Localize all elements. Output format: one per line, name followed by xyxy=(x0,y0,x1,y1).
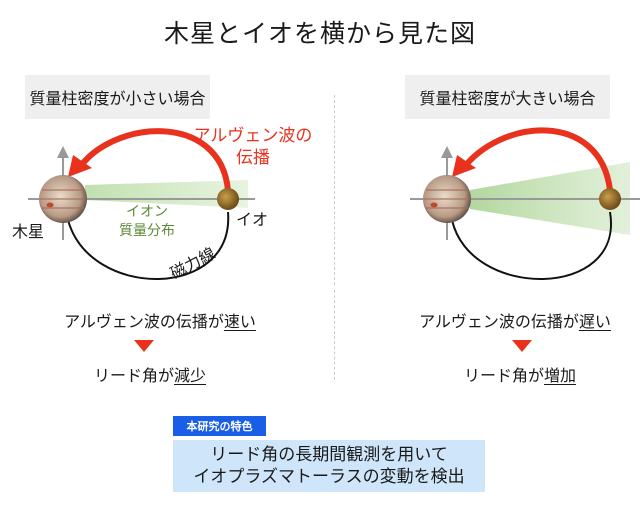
left-wave-speed: アルヴェン波の伝播が速い xyxy=(64,312,256,331)
wave-label: アルヴェン波の 伝播 xyxy=(193,126,313,168)
page-title: 木星とイオを横から見た図 xyxy=(163,19,476,48)
io-icon xyxy=(599,188,621,210)
field-line xyxy=(67,211,230,280)
alfven-wave-arrow xyxy=(75,128,231,191)
arrow-head-icon xyxy=(452,155,476,177)
ion-label: イオン 質量分布 xyxy=(119,204,175,239)
ion-distribution xyxy=(85,180,248,208)
right-diagram xyxy=(410,127,640,280)
axis-arrow-icon xyxy=(57,146,69,158)
panel-divider xyxy=(334,95,335,285)
panel-divider-lower xyxy=(334,290,335,380)
down-arrow-icon xyxy=(134,340,154,352)
right-case-label: 質量柱密度が大きい場合 xyxy=(405,75,610,119)
left-case-label: 質量柱密度が小さい場合 xyxy=(25,75,210,119)
feature-box: リード角の長期間観測を用いて イオプラズマトーラスの変動を検出 xyxy=(173,440,485,492)
right-wave-speed: アルヴェン波の伝播が遅い xyxy=(419,312,611,331)
left-diagram xyxy=(28,128,255,280)
field-line xyxy=(451,211,612,280)
io-label: イオ xyxy=(236,210,269,229)
feature-line-1: リード角の長期間観測を用いて xyxy=(210,445,448,465)
feature-line-2: イオプラズマトーラスの変動を検出 xyxy=(193,467,465,487)
down-arrow-icon xyxy=(512,340,532,352)
right-lead-angle: リード角が増加 xyxy=(463,366,577,385)
axis-arrow-icon xyxy=(441,146,453,158)
io-icon xyxy=(217,188,239,210)
jupiter-label: 木星 xyxy=(12,222,45,241)
arrow-head-icon xyxy=(68,155,92,177)
alfven-wave-arrow xyxy=(459,127,613,191)
feature-tag: 本研究の特色 xyxy=(173,416,266,436)
left-lead-angle: リード角が減少 xyxy=(93,366,207,385)
